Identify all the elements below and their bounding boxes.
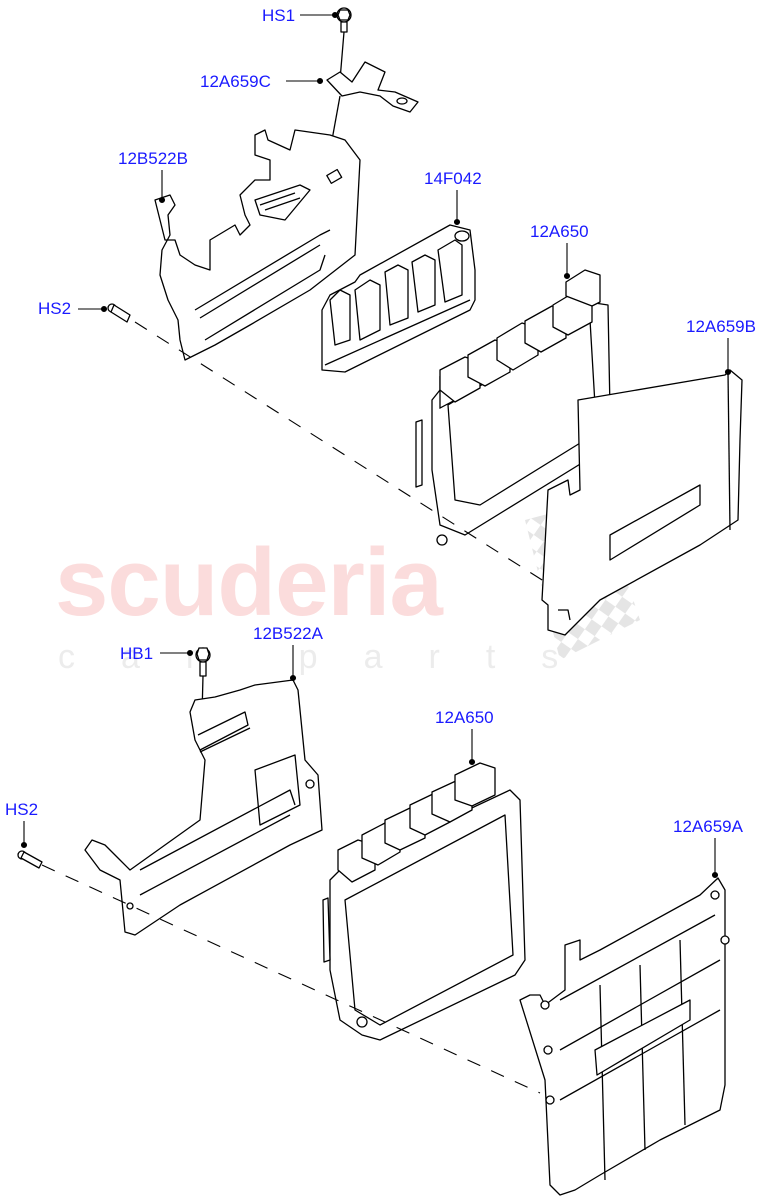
ecu-12a650-bottom-icon	[322, 762, 526, 1041]
callout-12b522a: 12B522A	[253, 624, 323, 643]
callout-hs2-top: HS2	[38, 299, 72, 318]
callout-12b522b: 12B522B	[118, 149, 188, 168]
screw-hb1-icon	[195, 647, 211, 716]
cover-12a659a-icon	[519, 877, 730, 1196]
callout-hs2-bottom: HS2	[5, 800, 39, 819]
screw-hs2-top-icon	[107, 303, 131, 323]
screw-hs1-icon	[336, 7, 352, 81]
callout-12a650-top: 12A650	[530, 222, 589, 241]
watermark-car-parts: car parts	[58, 638, 605, 676]
bracket-12b522b-icon	[154, 129, 361, 361]
callout-hs1: HS1	[262, 6, 296, 25]
leader-lines	[20, 11, 732, 879]
bracket-12a659c-icon	[326, 61, 419, 141]
shield-12a659b-icon	[541, 369, 743, 636]
callout-12a659c: 12A659C	[200, 72, 271, 91]
bracket-12b522a-icon	[84, 679, 323, 936]
fusebox-14f042-icon	[321, 224, 476, 373]
callout-hb1: HB1	[120, 644, 154, 663]
callout-12a650-bottom: 12A650	[435, 708, 494, 727]
callout-12a659b: 12A659B	[686, 317, 756, 336]
watermark-scuderia: scuderia	[55, 529, 443, 636]
callout-14f042: 14F042	[424, 169, 482, 188]
callout-12a659a: 12A659A	[673, 817, 743, 836]
screw-hs2-bottom-icon	[17, 850, 43, 869]
